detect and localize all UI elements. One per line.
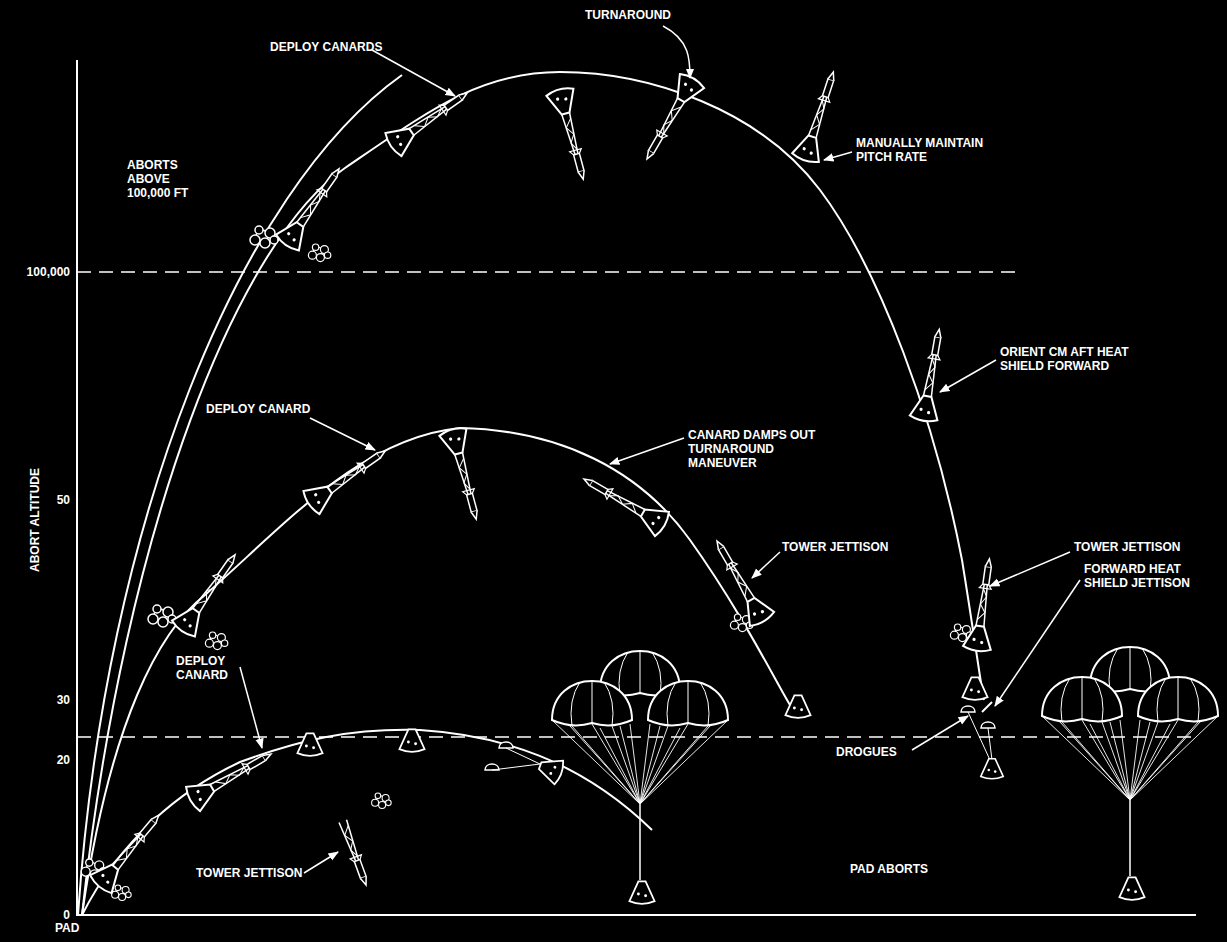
- event-label: FORWARD HEAT SHIELD JETTISON: [1084, 562, 1204, 590]
- event-label: TOWER JETTISON: [196, 866, 302, 880]
- axis-tick: 100,000: [4, 265, 70, 279]
- axis-tick: 50: [4, 493, 70, 507]
- event-label: DEPLOY CANARD: [176, 654, 256, 682]
- region-label: ABORTS ABOVE 100,000 FT: [127, 158, 209, 200]
- event-label: DROGUES: [836, 745, 897, 759]
- event-label: TOWER JETTISON: [1074, 540, 1180, 554]
- axis-title: ABORT ALTITUDE: [28, 465, 42, 575]
- event-label: CANARD DAMPS OUT TURNAROUND MANEUVER: [688, 428, 820, 470]
- axis-tick: 20: [4, 753, 70, 767]
- axis-tick: 0: [4, 908, 70, 922]
- event-label: DEPLOY CANARDS: [270, 40, 382, 54]
- axis-tick: 30: [4, 693, 70, 707]
- event-label: TURNAROUND: [585, 8, 671, 22]
- event-label: TOWER JETTISON: [782, 540, 888, 554]
- axis-tick: PAD: [55, 921, 79, 935]
- event-label: MANUALLY MAINTAIN PITCH RATE: [856, 136, 996, 164]
- region-label: PAD ABORTS: [850, 862, 928, 876]
- event-label: ORIENT CM AFT HEAT SHIELD FORWARD: [1000, 345, 1130, 373]
- event-label: DEPLOY CANARD: [206, 402, 310, 416]
